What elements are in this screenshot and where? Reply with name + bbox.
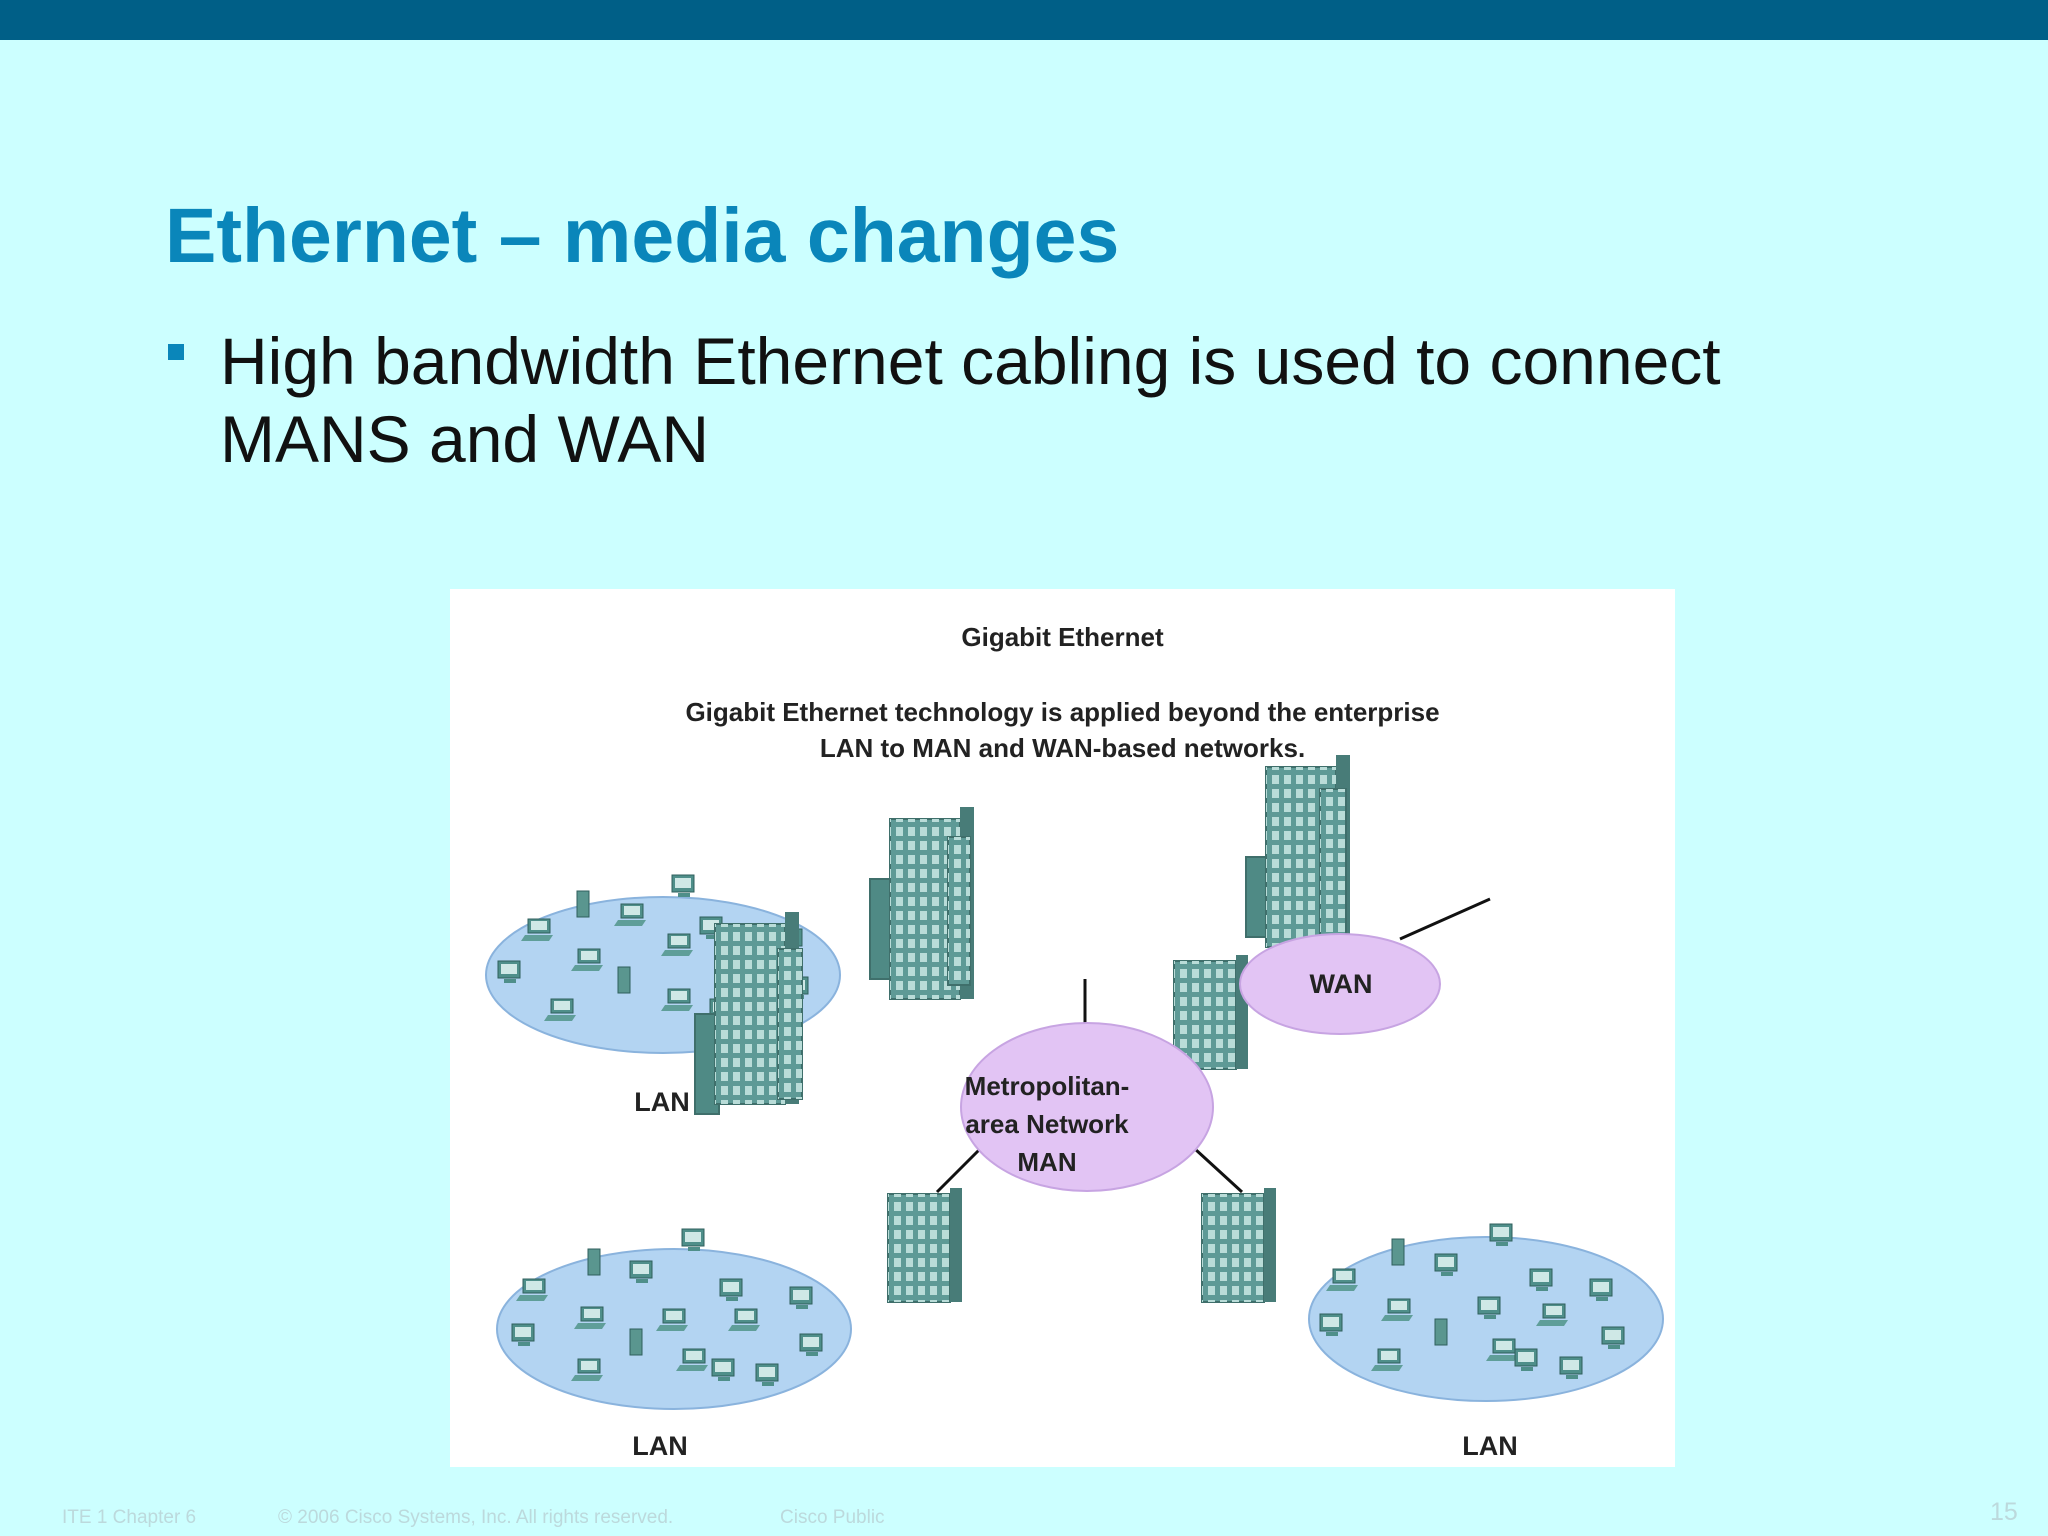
footer-classification: Cisco Public bbox=[780, 1507, 885, 1528]
network-diagram-graphics bbox=[485, 754, 1664, 1410]
figure-title: Gigabit Ethernet bbox=[961, 622, 1164, 652]
lan-label-bottom-left: LAN bbox=[632, 1431, 688, 1461]
lan-label-bottom-right: LAN bbox=[1462, 1431, 1518, 1461]
figure-caption: Gigabit Ethernet technology is applied b… bbox=[450, 694, 1675, 766]
man-cloud bbox=[960, 1022, 1214, 1192]
top-bar bbox=[0, 0, 2048, 40]
footer-copyright: © 2006 Cisco Systems, Inc. All rights re… bbox=[278, 1507, 674, 1528]
figure-caption-line: LAN to MAN and WAN-based networks. bbox=[819, 733, 1306, 763]
figure-caption-line: Gigabit Ethernet technology is applied b… bbox=[685, 697, 1440, 727]
slide-title: Ethernet – media changes bbox=[165, 193, 1120, 279]
wan-label: WAN bbox=[1309, 969, 1373, 999]
man-label-line: Metropolitan- bbox=[964, 1071, 1130, 1101]
lan-label-top-left: LAN bbox=[634, 1087, 690, 1117]
network-diagram: Gigabit Ethernet Gigabit Ethernet techno… bbox=[450, 589, 1675, 1467]
bullet-text: High bandwidth Ethernet cabling is used … bbox=[220, 324, 1721, 476]
man-label-line: MAN bbox=[1017, 1147, 1077, 1177]
square-bullet-icon bbox=[168, 344, 184, 360]
page-number: 15 bbox=[1990, 1498, 2018, 1526]
bullet-item: High bandwidth Ethernet cabling is used … bbox=[168, 322, 1868, 478]
buildings bbox=[694, 754, 1351, 1303]
wan-cloud bbox=[1239, 933, 1441, 1035]
bullet-list: High bandwidth Ethernet cabling is used … bbox=[168, 322, 1868, 478]
footer-chapter: ITE 1 Chapter 6 bbox=[62, 1507, 197, 1528]
man-label-line: area Network bbox=[965, 1109, 1129, 1139]
man-label: Metropolitan- area Network MAN bbox=[937, 1067, 1157, 1181]
